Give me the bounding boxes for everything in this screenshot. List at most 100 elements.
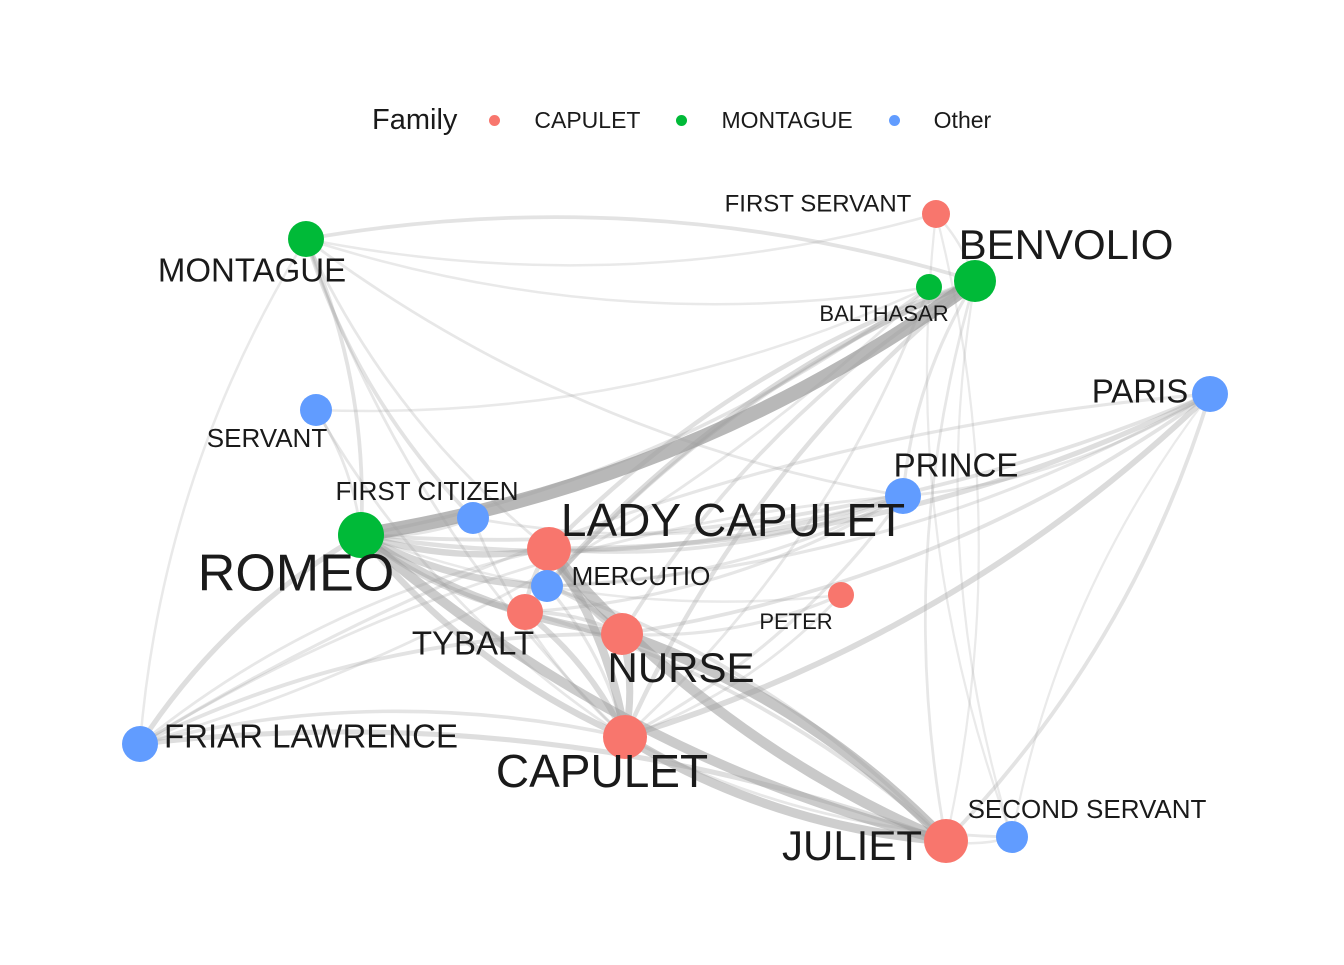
edge-capulet-prince — [623, 494, 905, 739]
node-label-tybalt: TYBALT — [412, 625, 534, 662]
node-montague[interactable] — [288, 221, 324, 257]
edge-montague-first-servant — [304, 212, 938, 267]
edge-benvolio-mercutio — [544, 278, 978, 589]
node-label-first-servant: FIRST SERVANT — [725, 190, 912, 217]
edge-juliet-first-servant — [934, 212, 980, 843]
edge-first-citizen-capulet — [471, 516, 627, 739]
legend-label-capulet: CAPULET — [534, 106, 641, 133]
edge-first-citizen-prince — [471, 494, 905, 536]
node-nurse[interactable] — [601, 613, 643, 655]
edge-montague-balthasar — [304, 237, 931, 306]
edge-benvolio-tybalt — [523, 279, 977, 614]
edge-servant-capulet — [314, 408, 627, 739]
edge-romeo-prince — [358, 493, 906, 554]
node-label-romeo: ROMEO — [198, 545, 394, 603]
edge-juliet-nurse — [616, 628, 952, 847]
node-label-first-citizen: FIRST CITIZEN — [336, 476, 519, 506]
edge-benvolio-lady-capulet — [546, 278, 978, 552]
edge-romeo-nurse — [357, 531, 626, 638]
edge-montague-lady-capulet — [304, 237, 551, 551]
edge-juliet-paris — [944, 392, 1212, 843]
legend-label-montague: MONTAGUE — [721, 106, 853, 133]
edge-prince-friar-lawrence — [138, 494, 905, 746]
legend-item-capulet: CAPULET — [489, 107, 640, 134]
node-label-nurse: NURSE — [607, 644, 754, 691]
edge-montague-prince — [304, 237, 905, 498]
edge-romeo-paris — [359, 392, 1212, 542]
edge-first-servant-second-servant — [925, 212, 1014, 839]
node-label-second-servant: SECOND SERVANT — [968, 794, 1207, 824]
edge-montague-first-citizen — [304, 237, 475, 520]
node-label-benvolio: BENVOLIO — [959, 221, 1174, 268]
node-romeo[interactable] — [338, 512, 384, 558]
edge-benvolio-nurse — [620, 279, 977, 636]
node-juliet[interactable] — [924, 819, 968, 863]
edge-nurse-paris — [620, 392, 1212, 636]
node-first-servant[interactable] — [922, 200, 950, 228]
node-label-friar-lawrence: FRIAR LAWRENCE — [164, 718, 458, 755]
legend-item-other: Other — [888, 106, 992, 134]
node-layer — [122, 200, 1228, 863]
node-balthasar[interactable] — [916, 274, 942, 300]
legend-title: Family — [372, 103, 458, 136]
edge-mercutio-prince — [545, 494, 905, 588]
node-second-servant[interactable] — [996, 821, 1028, 853]
node-label-montague: MONTAGUE — [158, 252, 346, 289]
edge-romeo-mercutio — [357, 531, 551, 590]
node-peter[interactable] — [828, 582, 854, 608]
edge-juliet-mercutio — [545, 584, 948, 843]
legend-item-montague: MONTAGUE — [676, 106, 853, 134]
edge-lady-capulet-juliet — [543, 543, 952, 847]
edge-juliet-tybalt — [523, 610, 948, 843]
edge-montague-friar-lawrence — [138, 237, 308, 746]
edge-capulet-friar-lawrence — [138, 709, 627, 746]
edge-benvolio-montague — [304, 215, 977, 283]
node-label-juliet: JULIET — [782, 822, 922, 869]
node-label-servant: SERVANT — [207, 423, 328, 453]
edge-paris-second-servant — [1010, 392, 1212, 839]
edge-romeo-benvolio — [353, 273, 983, 543]
edge-tybalt-prince — [523, 494, 905, 614]
node-label-peter: PETER — [759, 609, 832, 634]
node-tybalt[interactable] — [507, 594, 543, 630]
edge-lady-capulet-paris — [546, 391, 1213, 552]
node-friar-lawrence[interactable] — [122, 726, 158, 762]
edge-prince-paris — [901, 392, 1212, 498]
node-label-mercutio: MERCUTIO — [572, 561, 711, 591]
edge-romeo-montague — [304, 237, 364, 537]
node-label-capulet: CAPULET — [496, 745, 708, 797]
edge-servant-balthasar — [314, 285, 931, 413]
legend-dot-montague — [676, 114, 688, 126]
edge-romeo-friar-lawrence — [137, 532, 364, 747]
edge-paris-friar-lawrence — [138, 392, 1212, 746]
node-first-citizen[interactable] — [457, 502, 489, 534]
node-benvolio[interactable] — [954, 260, 996, 302]
node-label-prince: PRINCE — [894, 447, 1019, 484]
node-prince[interactable] — [885, 478, 921, 514]
node-mercutio[interactable] — [531, 570, 563, 602]
edge-romeo-peter — [359, 533, 843, 603]
edge-capulet-peter — [623, 593, 843, 739]
label-layer: ROMEO BENVOLIO MONTAGUE BALTHASAR FIRST SERV… — [158, 190, 1207, 869]
edge-nurse-friar-lawrence — [138, 632, 624, 746]
node-label-paris: PARIS — [1092, 373, 1189, 410]
node-capulet[interactable] — [603, 715, 647, 759]
legend-dot-other — [888, 114, 900, 126]
node-lady-capulet[interactable] — [527, 527, 571, 571]
edge-mercutio-paris — [545, 392, 1212, 588]
legend-dot-capulet — [489, 114, 501, 126]
node-label-balthasar: BALTHASAR — [819, 301, 948, 326]
edge-capulet-juliet — [620, 732, 951, 846]
node-servant[interactable] — [300, 394, 332, 426]
edge-benvolio-prince — [901, 279, 977, 498]
node-label-lady-capulet: LADY CAPULET — [561, 494, 905, 546]
legend-label-other: Other — [933, 106, 992, 133]
edge-romeo-capulet — [357, 531, 629, 741]
edge-nurse-peter — [620, 593, 843, 637]
legend: Family CAPULET MONTAGUE Other — [372, 100, 1027, 140]
node-paris[interactable] — [1192, 376, 1228, 412]
edge-lady-capulet-friar-lawrence — [138, 547, 551, 746]
edge-benvolio-juliet — [923, 279, 977, 843]
